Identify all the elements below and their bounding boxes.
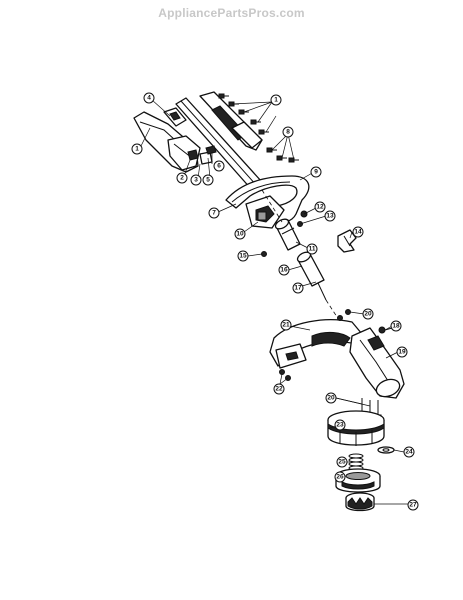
svg-text:10: 10 — [236, 231, 244, 238]
svg-text:9: 9 — [314, 169, 318, 176]
callout-2: 2 — [176, 172, 188, 184]
callout-20-bottom: 20 — [325, 392, 337, 404]
svg-text:26: 26 — [336, 474, 344, 481]
svg-text:14: 14 — [354, 229, 362, 236]
screws-top — [218, 93, 269, 135]
svg-text:22: 22 — [275, 386, 283, 393]
svg-text:11: 11 — [309, 246, 316, 253]
svg-text:13: 13 — [326, 213, 334, 220]
callout-12: 12 — [314, 201, 326, 213]
callout-24: 24 — [403, 446, 415, 458]
callout-17: 17 — [292, 282, 304, 294]
auxiliary-handle — [225, 175, 310, 229]
callout-3: 3 — [190, 174, 202, 186]
callout-19: 19 — [396, 346, 408, 358]
svg-text:2: 2 — [180, 175, 184, 182]
callout-18: 18 — [390, 320, 402, 332]
svg-text:7: 7 — [212, 210, 216, 217]
callout-4: 4 — [143, 92, 155, 104]
callout-15: 15 — [237, 250, 249, 262]
svg-text:17: 17 — [294, 285, 302, 292]
callout-25: 25 — [336, 456, 348, 468]
gear-head-housing — [349, 327, 405, 399]
callout-20-top: 20 — [362, 308, 374, 320]
callout-11: 11 — [306, 243, 318, 255]
svg-text:4: 4 — [147, 95, 151, 102]
svg-text:19: 19 — [398, 349, 406, 356]
svg-text:20: 20 — [327, 395, 335, 402]
callout-14: 14 — [352, 226, 364, 238]
callout-23: 23 — [334, 419, 346, 431]
callout-9: 9 — [310, 166, 322, 178]
callout-27: 27 — [407, 499, 419, 511]
trigger-switch — [163, 107, 187, 127]
handle-housing-right — [199, 91, 263, 151]
svg-text:15: 15 — [239, 253, 247, 260]
callout-10: 10 — [234, 228, 246, 240]
trimmer-guard — [269, 319, 363, 369]
svg-text:1: 1 — [135, 146, 139, 153]
svg-text:3: 3 — [194, 177, 198, 184]
line-spool — [335, 468, 381, 493]
callout-6: 6 — [213, 160, 225, 172]
lower-shaft-tube — [261, 189, 283, 223]
svg-text:6: 6 — [217, 163, 221, 170]
clamp-knob — [337, 229, 357, 253]
callout-5: 5 — [202, 174, 214, 186]
callout-26: 26 — [334, 471, 346, 483]
svg-text:5: 5 — [206, 177, 210, 184]
svg-text:8: 8 — [286, 129, 290, 136]
callout-21: 21 — [280, 319, 292, 331]
washer — [377, 446, 395, 454]
svg-text:16: 16 — [280, 267, 288, 274]
svg-text:24: 24 — [405, 449, 413, 456]
svg-text:20: 20 — [364, 311, 372, 318]
bump-knob — [345, 492, 375, 512]
handle-grip-left — [133, 111, 201, 173]
svg-text:25: 25 — [338, 459, 346, 466]
callout-1-left: 1 — [131, 143, 143, 155]
small-bolts — [261, 210, 308, 257]
svg-text:12: 12 — [316, 204, 324, 211]
callout-22: 22 — [273, 383, 285, 395]
svg-text:1: 1 — [274, 97, 278, 104]
watermark: AppliancePartsPros.com — [158, 6, 305, 20]
callout-1-right: 1 — [270, 94, 282, 106]
callout-16: 16 — [278, 264, 290, 276]
svg-text:18: 18 — [392, 323, 400, 330]
leader-lines — [139, 99, 408, 505]
callout-7: 7 — [208, 207, 220, 219]
spring — [348, 453, 364, 471]
svg-text:27: 27 — [409, 502, 417, 509]
svg-text:21: 21 — [282, 322, 290, 329]
svg-text:23: 23 — [336, 422, 344, 429]
shaft-coupler — [274, 218, 301, 251]
callout-8: 8 — [282, 126, 294, 138]
callout-13: 13 — [324, 210, 336, 222]
